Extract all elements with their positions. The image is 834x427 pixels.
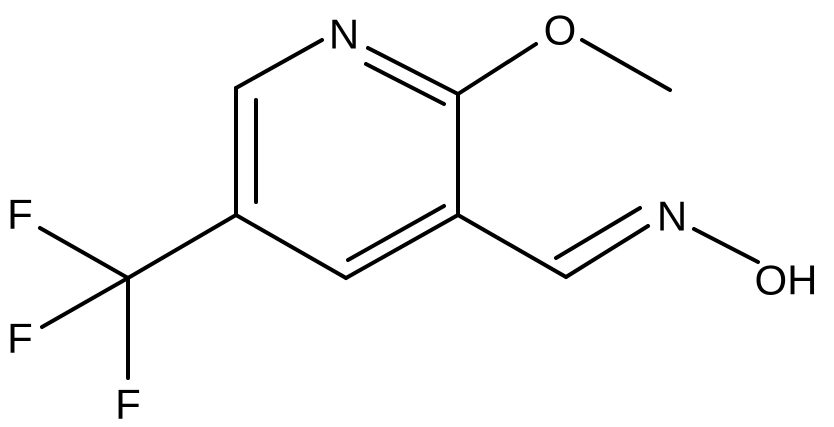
trifluoromethyl-group bbox=[38, 213, 238, 380]
bond-c3-c4-double bbox=[346, 204, 446, 262]
bond-c3-c4 bbox=[344, 213, 460, 280]
fluorine-top-label: F bbox=[7, 191, 33, 238]
oxime-group bbox=[456, 206, 760, 279]
bond-o-ch3 bbox=[580, 38, 672, 92]
bond-cf3-f-top bbox=[38, 226, 130, 280]
bond-c6-n1 bbox=[234, 38, 324, 90]
bond-n1-c2 bbox=[366, 46, 460, 96]
ring-nitrogen-label: N bbox=[329, 11, 359, 58]
bond-ch-n-double bbox=[554, 206, 642, 260]
bond-c4-c5 bbox=[234, 213, 348, 280]
pyridine-ring bbox=[234, 38, 460, 280]
oxime-nitrogen-label: N bbox=[657, 193, 687, 240]
methoxy-oxygen-label: O bbox=[544, 7, 577, 54]
bond-n1-c2-double bbox=[364, 62, 446, 106]
bond-cf3-f-left bbox=[40, 276, 130, 329]
bond-c5-cf3 bbox=[126, 213, 238, 280]
bond-c3-ch bbox=[456, 213, 568, 279]
bond-c2-o bbox=[456, 42, 538, 96]
methoxy-group bbox=[456, 38, 672, 96]
bond-n-o bbox=[692, 227, 760, 264]
fluorine-left-label: F bbox=[7, 315, 33, 362]
atom-labels: N O N OH F F F bbox=[7, 7, 817, 427]
bond-ch-n bbox=[564, 224, 650, 279]
hydroxyl-label: OH bbox=[755, 257, 818, 304]
fluorine-bottom-label: F bbox=[115, 381, 141, 427]
